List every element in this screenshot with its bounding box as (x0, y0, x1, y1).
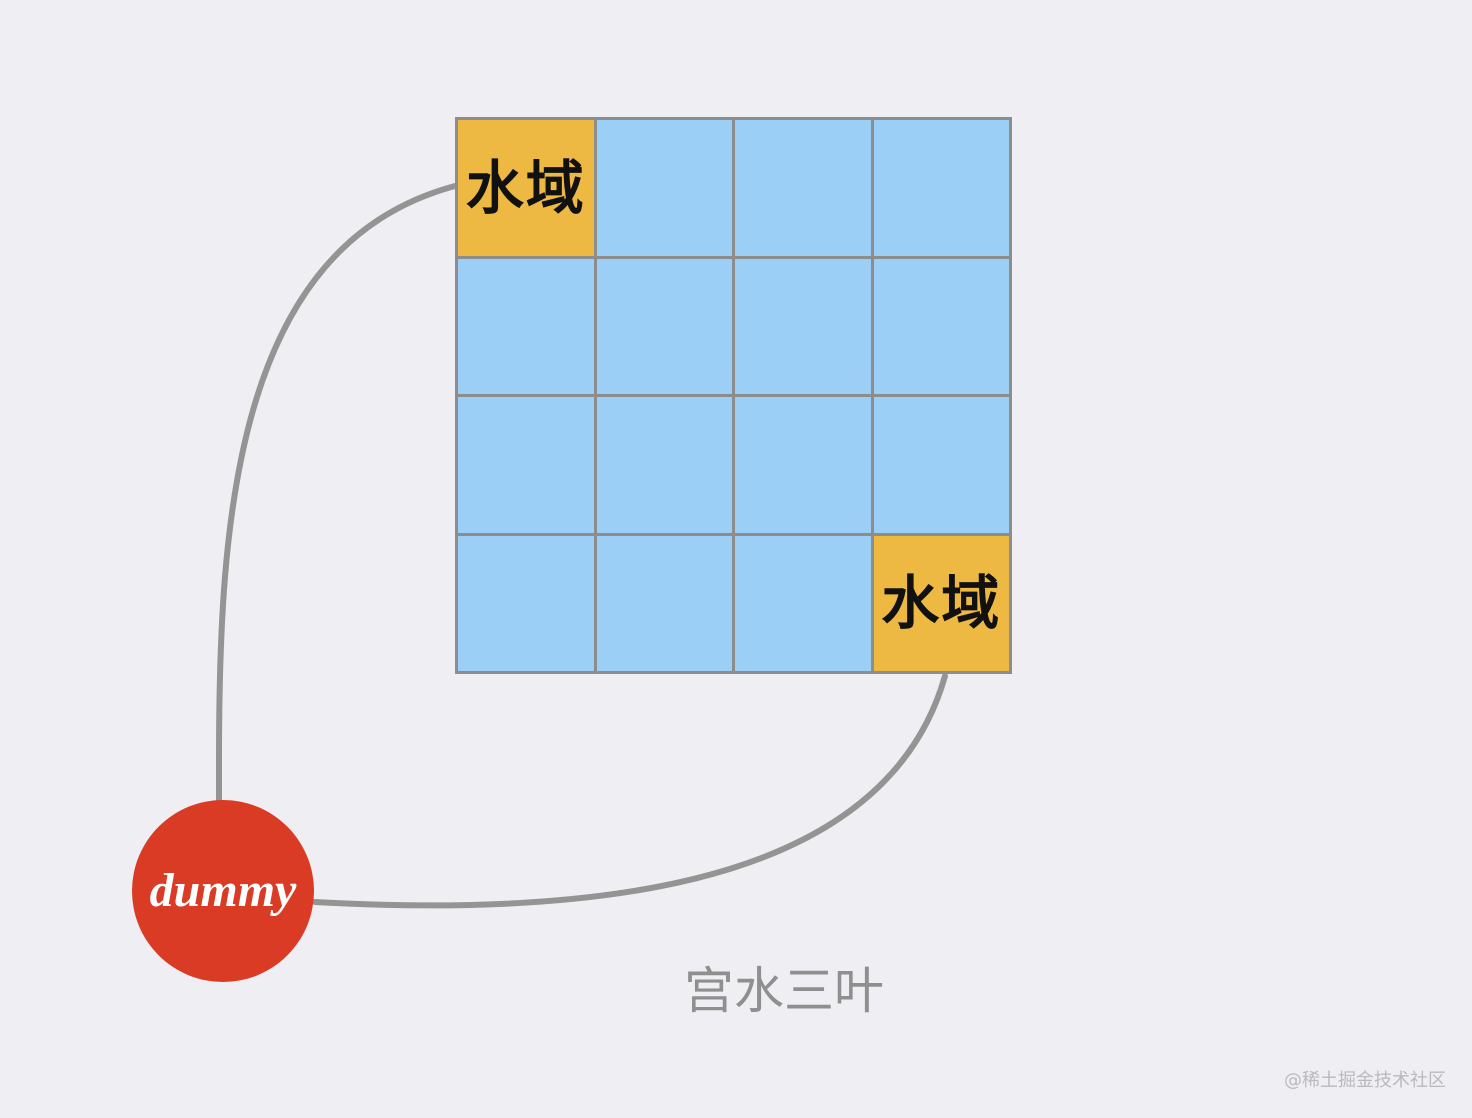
dummy-label: dummy (149, 864, 297, 917)
grid-cell-1-3 (873, 258, 1009, 394)
grid-cell-3-1 (596, 535, 732, 671)
caption: 宫水三叶 (684, 962, 884, 1020)
edge-dummy-bottom-right-water (312, 673, 948, 909)
grid-cell-2-3 (873, 397, 1009, 533)
grid-cell-1-0 (458, 258, 594, 394)
grid-cell-0-2 (735, 120, 871, 256)
grid-cell-3-0 (458, 535, 594, 671)
dummy-node: dummy (132, 800, 314, 982)
watermark: @稀土掘金技术社区 (1284, 1070, 1446, 1091)
water-cell-0-0: 水域 (458, 120, 594, 256)
edge-dummy-top-left-water (216, 183, 458, 805)
grid-cell-1-1 (596, 258, 732, 394)
grid-cell-2-2 (735, 397, 871, 533)
water-cell-3-3: 水域 (873, 535, 1009, 671)
water-label: 水域 (881, 569, 1002, 638)
water-label: 水域 (465, 153, 586, 222)
grid-cell-1-2 (735, 258, 871, 394)
grid-cell-3-2 (735, 535, 871, 671)
grid-board: 水域水域 (455, 117, 1012, 674)
grid-cell-2-0 (458, 397, 594, 533)
grid-cell-0-3 (873, 120, 1009, 256)
grid-cell-0-1 (596, 120, 732, 256)
grid-cell-2-1 (596, 397, 732, 533)
